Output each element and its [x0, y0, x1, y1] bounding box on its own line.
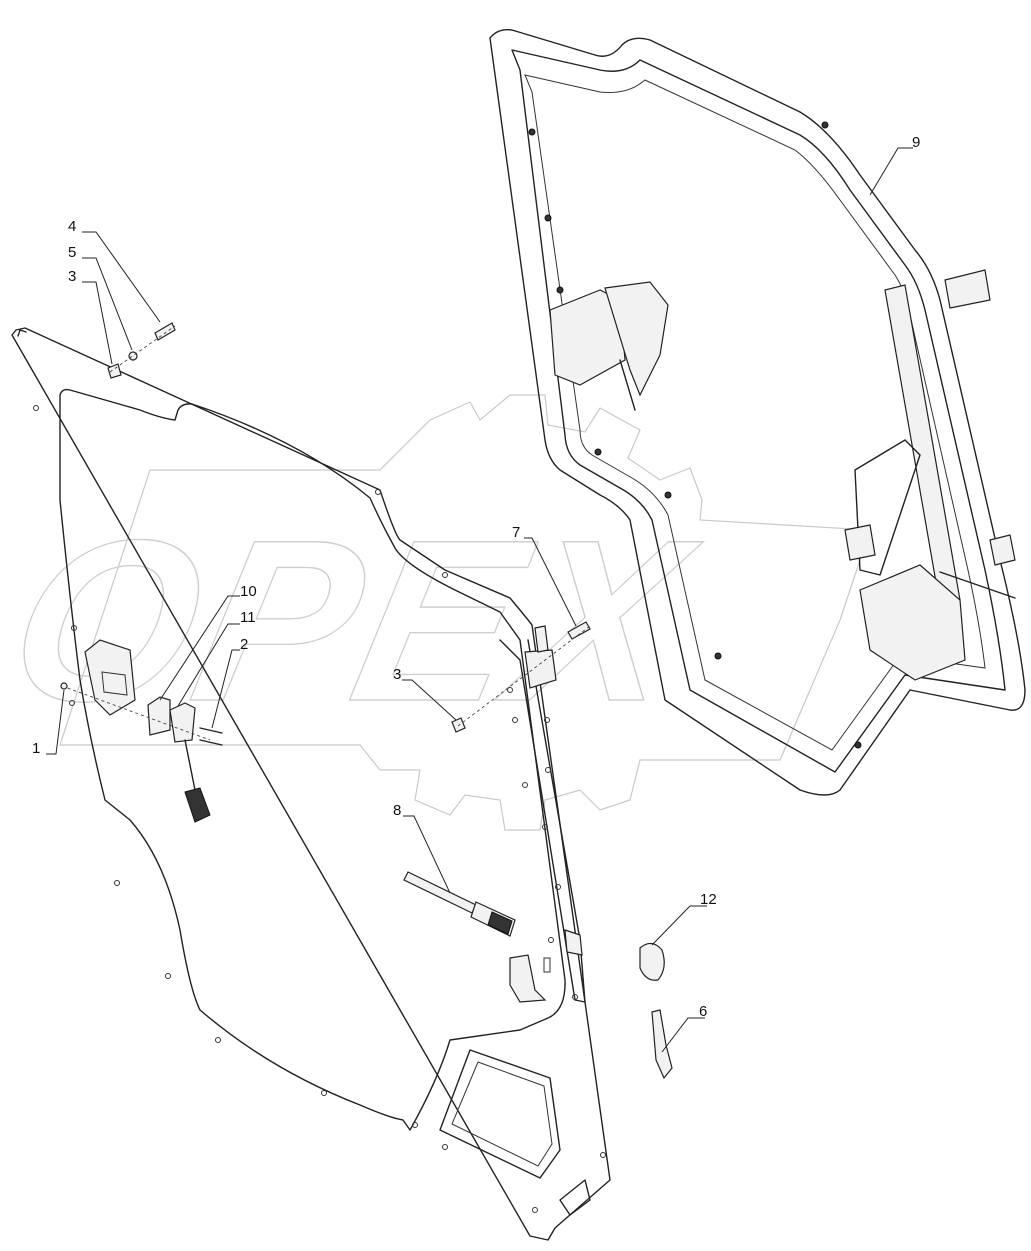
- door-right-rail: [499, 639, 586, 1003]
- top-hardware: [107, 322, 176, 379]
- door-upper-hinge-pin: [534, 625, 549, 653]
- frame-hinge-top: [944, 269, 991, 309]
- screw-part-2b: [199, 739, 223, 746]
- watermark-gear-outline: [59, 394, 871, 831]
- lock-body-part-11: [169, 702, 196, 743]
- door-lower-latch: [509, 954, 547, 1003]
- right-hardware: [451, 621, 591, 733]
- door-side-catch: [564, 929, 583, 956]
- handle-lock-assembly: [60, 639, 223, 823]
- leader-4: [82, 231, 161, 323]
- callout-3-right: 3: [393, 666, 401, 683]
- right-hardware-axis: [457, 625, 591, 727]
- leader-7: [524, 537, 577, 627]
- leader-lines: [46, 147, 913, 1053]
- gas-strut-end: [487, 911, 513, 935]
- leader-6: [661, 1017, 705, 1053]
- handle-bracket-slot: [101, 671, 128, 696]
- door-mounting-holes: [33, 405, 606, 1213]
- callout-1: 1: [32, 740, 40, 757]
- door-panel: [11, 327, 611, 1241]
- frame-bolts: [528, 121, 862, 749]
- top-hardware-axis: [109, 325, 176, 373]
- door-panel-lower-window: [439, 1049, 561, 1179]
- leader-9: [869, 147, 913, 196]
- bolt-part-4: [154, 322, 176, 341]
- gas-strut-part-8: [403, 871, 516, 937]
- callout-7: 7: [512, 524, 520, 541]
- lock-rod: [184, 739, 196, 791]
- window-regulator-crank: [939, 571, 1016, 599]
- bolt-part-7: [567, 621, 591, 640]
- leader-11: [177, 623, 240, 707]
- callout-12: 12: [700, 891, 717, 908]
- lock-plate-part-10: [147, 696, 171, 736]
- frame-hinge-mid: [989, 534, 1016, 566]
- door-panel-edge: [17, 329, 27, 337]
- leader-3-top: [82, 281, 113, 365]
- callout-5: 5: [68, 244, 76, 261]
- door-panel-inner-cutout: [59, 388, 566, 1131]
- nut-part-3-top: [107, 363, 122, 379]
- leader-3-right: [402, 679, 457, 721]
- leader-1: [46, 689, 65, 755]
- window-frame-outer: [489, 28, 1026, 796]
- window-frame-part-9: [489, 28, 1026, 796]
- small-parts-right: [639, 942, 673, 1080]
- callout-labels: 4 5 3 10 11 2 1 7 3 8 9 12 6: [32, 134, 920, 1020]
- cover-part-12: [639, 942, 665, 981]
- callout-10: 10: [240, 583, 257, 600]
- screw-part-2a: [199, 727, 223, 734]
- leader-8: [403, 815, 451, 894]
- window-frame-glass-edge: [524, 74, 986, 751]
- door-bottom-notch: [559, 1179, 591, 1216]
- frame-latch-upper: [549, 289, 626, 386]
- lock-axis-line: [61, 685, 211, 741]
- window-frame-inner: [511, 49, 1006, 773]
- callout-4: 4: [68, 218, 76, 235]
- nut-part-3-right: [451, 717, 466, 733]
- door-panel-outer: [11, 327, 611, 1241]
- callout-8: 8: [393, 802, 401, 819]
- door-panel-lower-window-inner: [451, 1061, 553, 1167]
- frame-latch-rod: [619, 359, 636, 411]
- callout-6: 6: [699, 1003, 707, 1020]
- leader-2: [211, 649, 240, 729]
- gas-strut-rod: [403, 871, 477, 914]
- handle-bracket-part-1: [84, 639, 136, 716]
- callout-9: 9: [912, 134, 920, 151]
- callout-11: 11: [240, 609, 256, 626]
- washer-part-1: [60, 682, 68, 690]
- leader-10: [159, 595, 240, 701]
- watermark: OPEX: [0, 394, 871, 831]
- callout-3: 3: [68, 268, 76, 285]
- frame-latch-handle: [604, 281, 669, 397]
- leader-5: [82, 257, 133, 351]
- leader-12: [651, 905, 707, 946]
- clip-part-6: [651, 1009, 673, 1080]
- callout-2: 2: [240, 636, 248, 653]
- window-regulator-motor: [859, 564, 966, 681]
- door-slot: [543, 957, 551, 973]
- window-regulator-bracket: [844, 524, 876, 561]
- lock-connector: [184, 787, 211, 823]
